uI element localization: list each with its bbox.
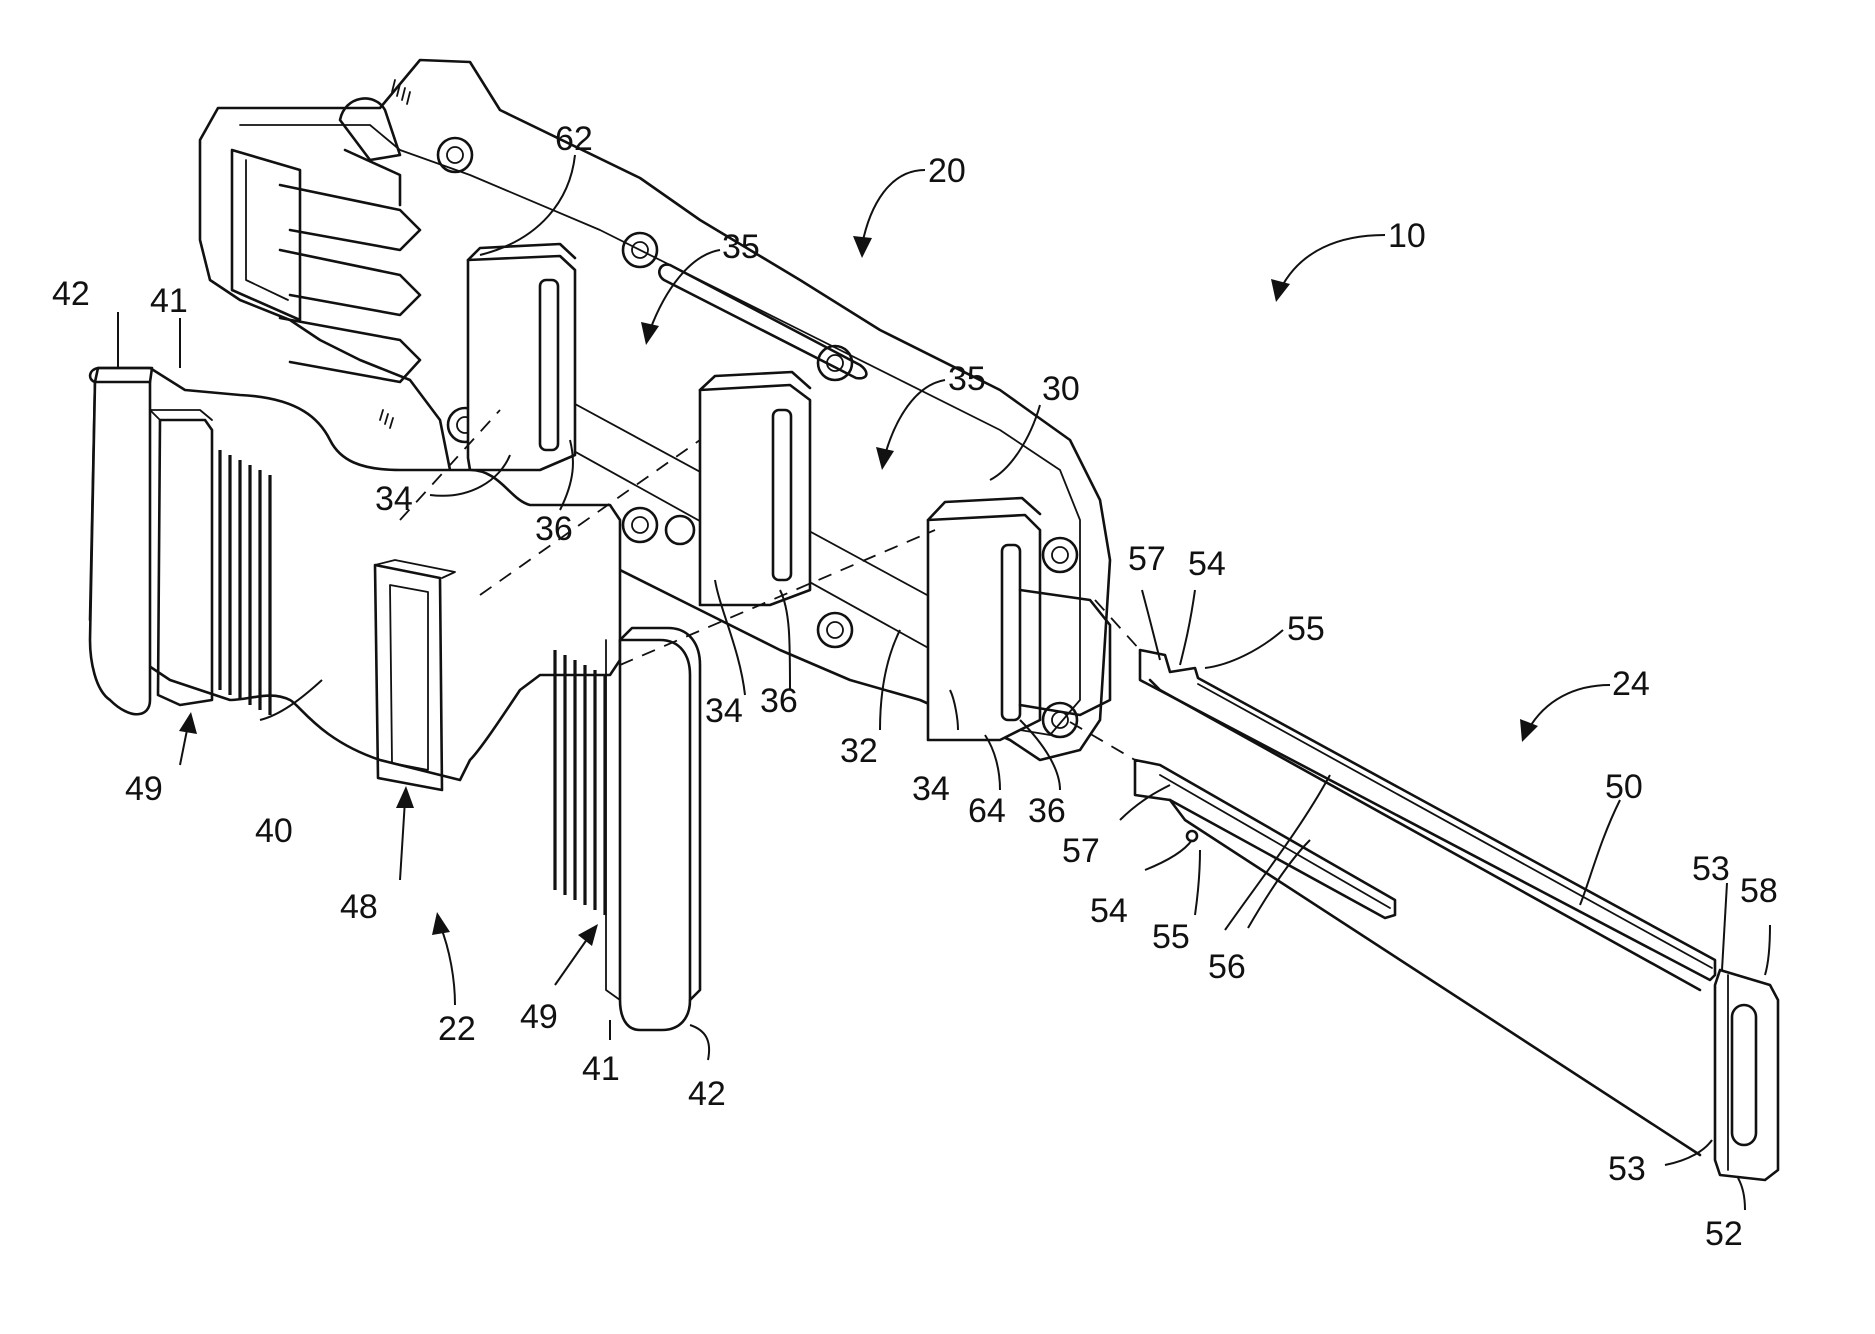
ref-42-right: 42 xyxy=(688,1075,726,1113)
ref-55-lower: 55 xyxy=(1152,918,1190,956)
arrow-35b xyxy=(876,380,945,470)
arrow-35a xyxy=(641,250,720,345)
ref-58: 58 xyxy=(1740,872,1778,910)
arrow-24 xyxy=(1520,685,1610,742)
clip-member-50 xyxy=(1135,650,1778,1180)
ref-32: 32 xyxy=(840,732,878,770)
ref-34-right: 34 xyxy=(912,770,950,808)
retaining-block-34-middle xyxy=(700,372,810,605)
ref-48: 48 xyxy=(340,888,378,926)
arrow-49b xyxy=(555,924,598,985)
ref-36-middle: 36 xyxy=(760,682,798,720)
arrow-22 xyxy=(432,912,455,1005)
ref-10: 10 xyxy=(1388,217,1426,255)
ref-53-upper: 53 xyxy=(1692,850,1730,888)
grip-hatching-right xyxy=(555,650,605,915)
ref-24: 24 xyxy=(1612,665,1650,703)
ref-57-lower: 57 xyxy=(1062,832,1100,870)
ref-42-left: 42 xyxy=(52,275,90,313)
arrow-10 xyxy=(1271,235,1385,302)
ref-54-lower: 54 xyxy=(1090,892,1128,930)
ref-54-upper: 54 xyxy=(1188,545,1226,583)
ref-35-upper: 35 xyxy=(722,228,760,266)
ref-53-lower: 53 xyxy=(1608,1150,1646,1188)
ref-49-right: 49 xyxy=(520,998,558,1036)
ref-41-right: 41 xyxy=(582,1050,620,1088)
ref-20: 20 xyxy=(928,152,966,190)
ref-56: 56 xyxy=(1208,948,1246,986)
retaining-block-34-left xyxy=(468,244,575,470)
ref-40: 40 xyxy=(255,812,293,850)
ref-34-left: 34 xyxy=(375,480,413,518)
ref-52: 52 xyxy=(1705,1215,1743,1253)
ref-49-left: 49 xyxy=(125,770,163,808)
ref-36-right: 36 xyxy=(1028,792,1066,830)
arrow-20 xyxy=(853,170,925,258)
ref-35-lower: 35 xyxy=(948,360,986,398)
arrow-48 xyxy=(396,786,414,880)
ref-64: 64 xyxy=(968,792,1006,830)
ref-62: 62 xyxy=(555,120,593,158)
arrow-49a xyxy=(179,712,197,765)
ref-34-middle: 34 xyxy=(705,692,743,730)
ref-22: 22 xyxy=(438,1010,476,1048)
ref-41-left: 41 xyxy=(150,282,188,320)
ref-36-left: 36 xyxy=(535,510,573,548)
ref-50: 50 xyxy=(1605,768,1643,806)
ref-55-upper: 55 xyxy=(1287,610,1325,648)
ref-30: 30 xyxy=(1042,370,1080,408)
ref-57-upper: 57 xyxy=(1128,540,1166,578)
strap-member-40 xyxy=(90,368,700,1030)
